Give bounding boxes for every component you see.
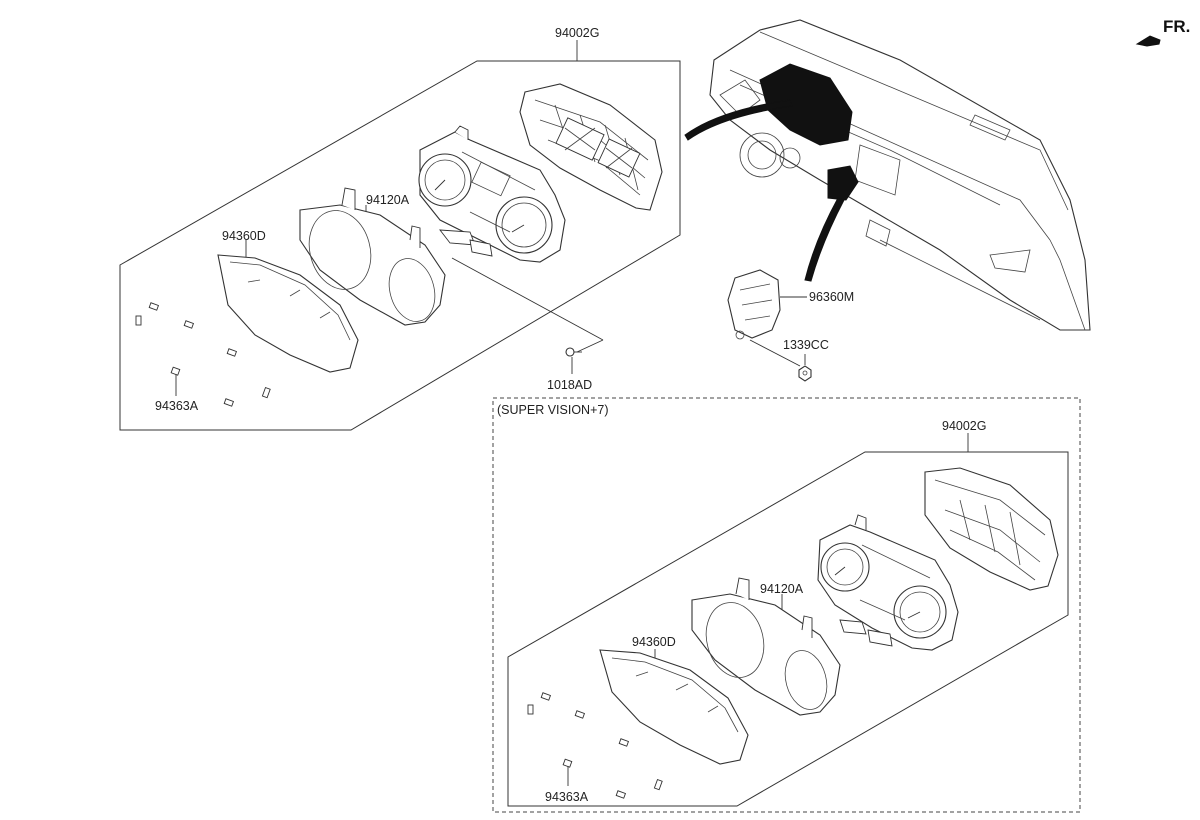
main-clip-set (135, 302, 271, 407)
super-vision-group-frame (507, 451, 1069, 807)
main-lens-panel (217, 254, 359, 373)
main-gauge-board (418, 125, 566, 263)
super-vision-title: (SUPER VISION+7) (497, 403, 609, 417)
sv-clip-label: 94363A (545, 790, 589, 804)
main-cover-label: 94120A (366, 193, 410, 207)
front-direction-indicator: FR. (1135, 17, 1190, 47)
nut-label: 1339CC (783, 338, 829, 352)
nut-leader-diagonal (749, 339, 801, 367)
sv-lens-panel (599, 649, 749, 765)
super-vision-dashed-box (492, 397, 1081, 813)
main-lens-label: 94360D (222, 229, 266, 243)
screw-leader-return (576, 339, 604, 353)
main-clip-label: 94363A (155, 399, 199, 413)
bracket-part (727, 269, 781, 340)
main-cluster-group: 94002G (119, 26, 681, 431)
sv-rear-housing (924, 467, 1059, 591)
screw-icon (565, 347, 582, 357)
bracket-label: 96360M (809, 290, 854, 304)
sv-lens-label: 94360D (632, 635, 676, 649)
sv-cluster-cover (691, 577, 841, 716)
screw-leader-diagonal (451, 257, 604, 341)
main-rear-housing (519, 83, 663, 211)
super-vision-group: (SUPER VISION+7) 94002G (492, 397, 1081, 813)
dashboard-illustration (684, 19, 1091, 331)
front-label: FR. (1163, 17, 1190, 36)
front-arrow-icon (1135, 35, 1161, 47)
sv-cover-label: 94120A (760, 582, 804, 596)
main-group-frame (119, 60, 681, 431)
nut-icon (798, 365, 812, 382)
main-cluster-cover (299, 187, 446, 326)
main-assembly-label: 94002G (555, 26, 599, 40)
cluster-pointer-arrow (684, 99, 793, 141)
screw-label: 1018AD (547, 378, 592, 392)
bracket-pointer-arrow (804, 197, 845, 282)
highlighted-cluster (759, 63, 853, 146)
sv-assembly-label: 94002G (942, 419, 986, 433)
sv-gauge-board (817, 514, 959, 651)
sv-clip-set (527, 692, 663, 799)
